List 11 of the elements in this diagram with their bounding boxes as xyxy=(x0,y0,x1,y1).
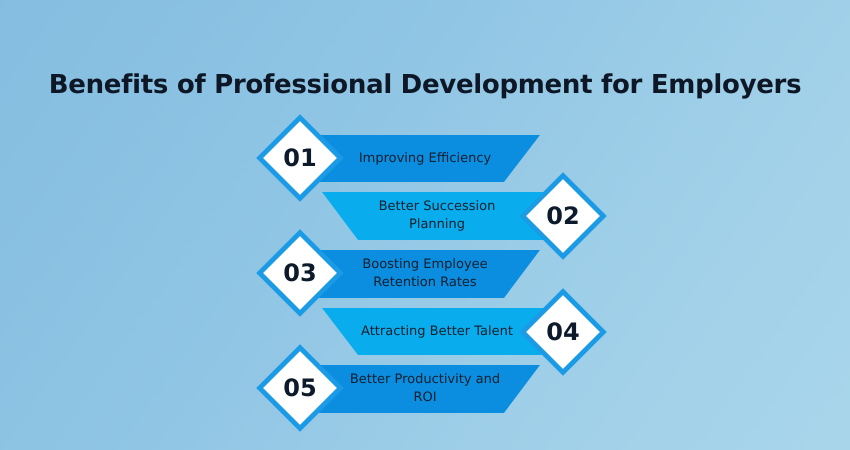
number-diamond: 04 xyxy=(519,288,607,376)
number-diamond: 03 xyxy=(256,229,344,317)
number-diamond: 02 xyxy=(519,172,607,260)
number-diamond: 01 xyxy=(256,114,344,202)
title: Benefits of Professional Development for Employers xyxy=(48,70,802,100)
benefit-banner: Attracting Better Talent xyxy=(322,308,544,355)
number-diamond: 05 xyxy=(256,344,344,432)
benefit-banner: Boosting Employee Retention Rates xyxy=(318,250,540,298)
benefit-banner: Improving Efficiency xyxy=(319,135,540,182)
benefit-banner: Better Productivity and ROI xyxy=(318,365,540,413)
benefit-banner: Better Succession Planning xyxy=(322,192,544,240)
